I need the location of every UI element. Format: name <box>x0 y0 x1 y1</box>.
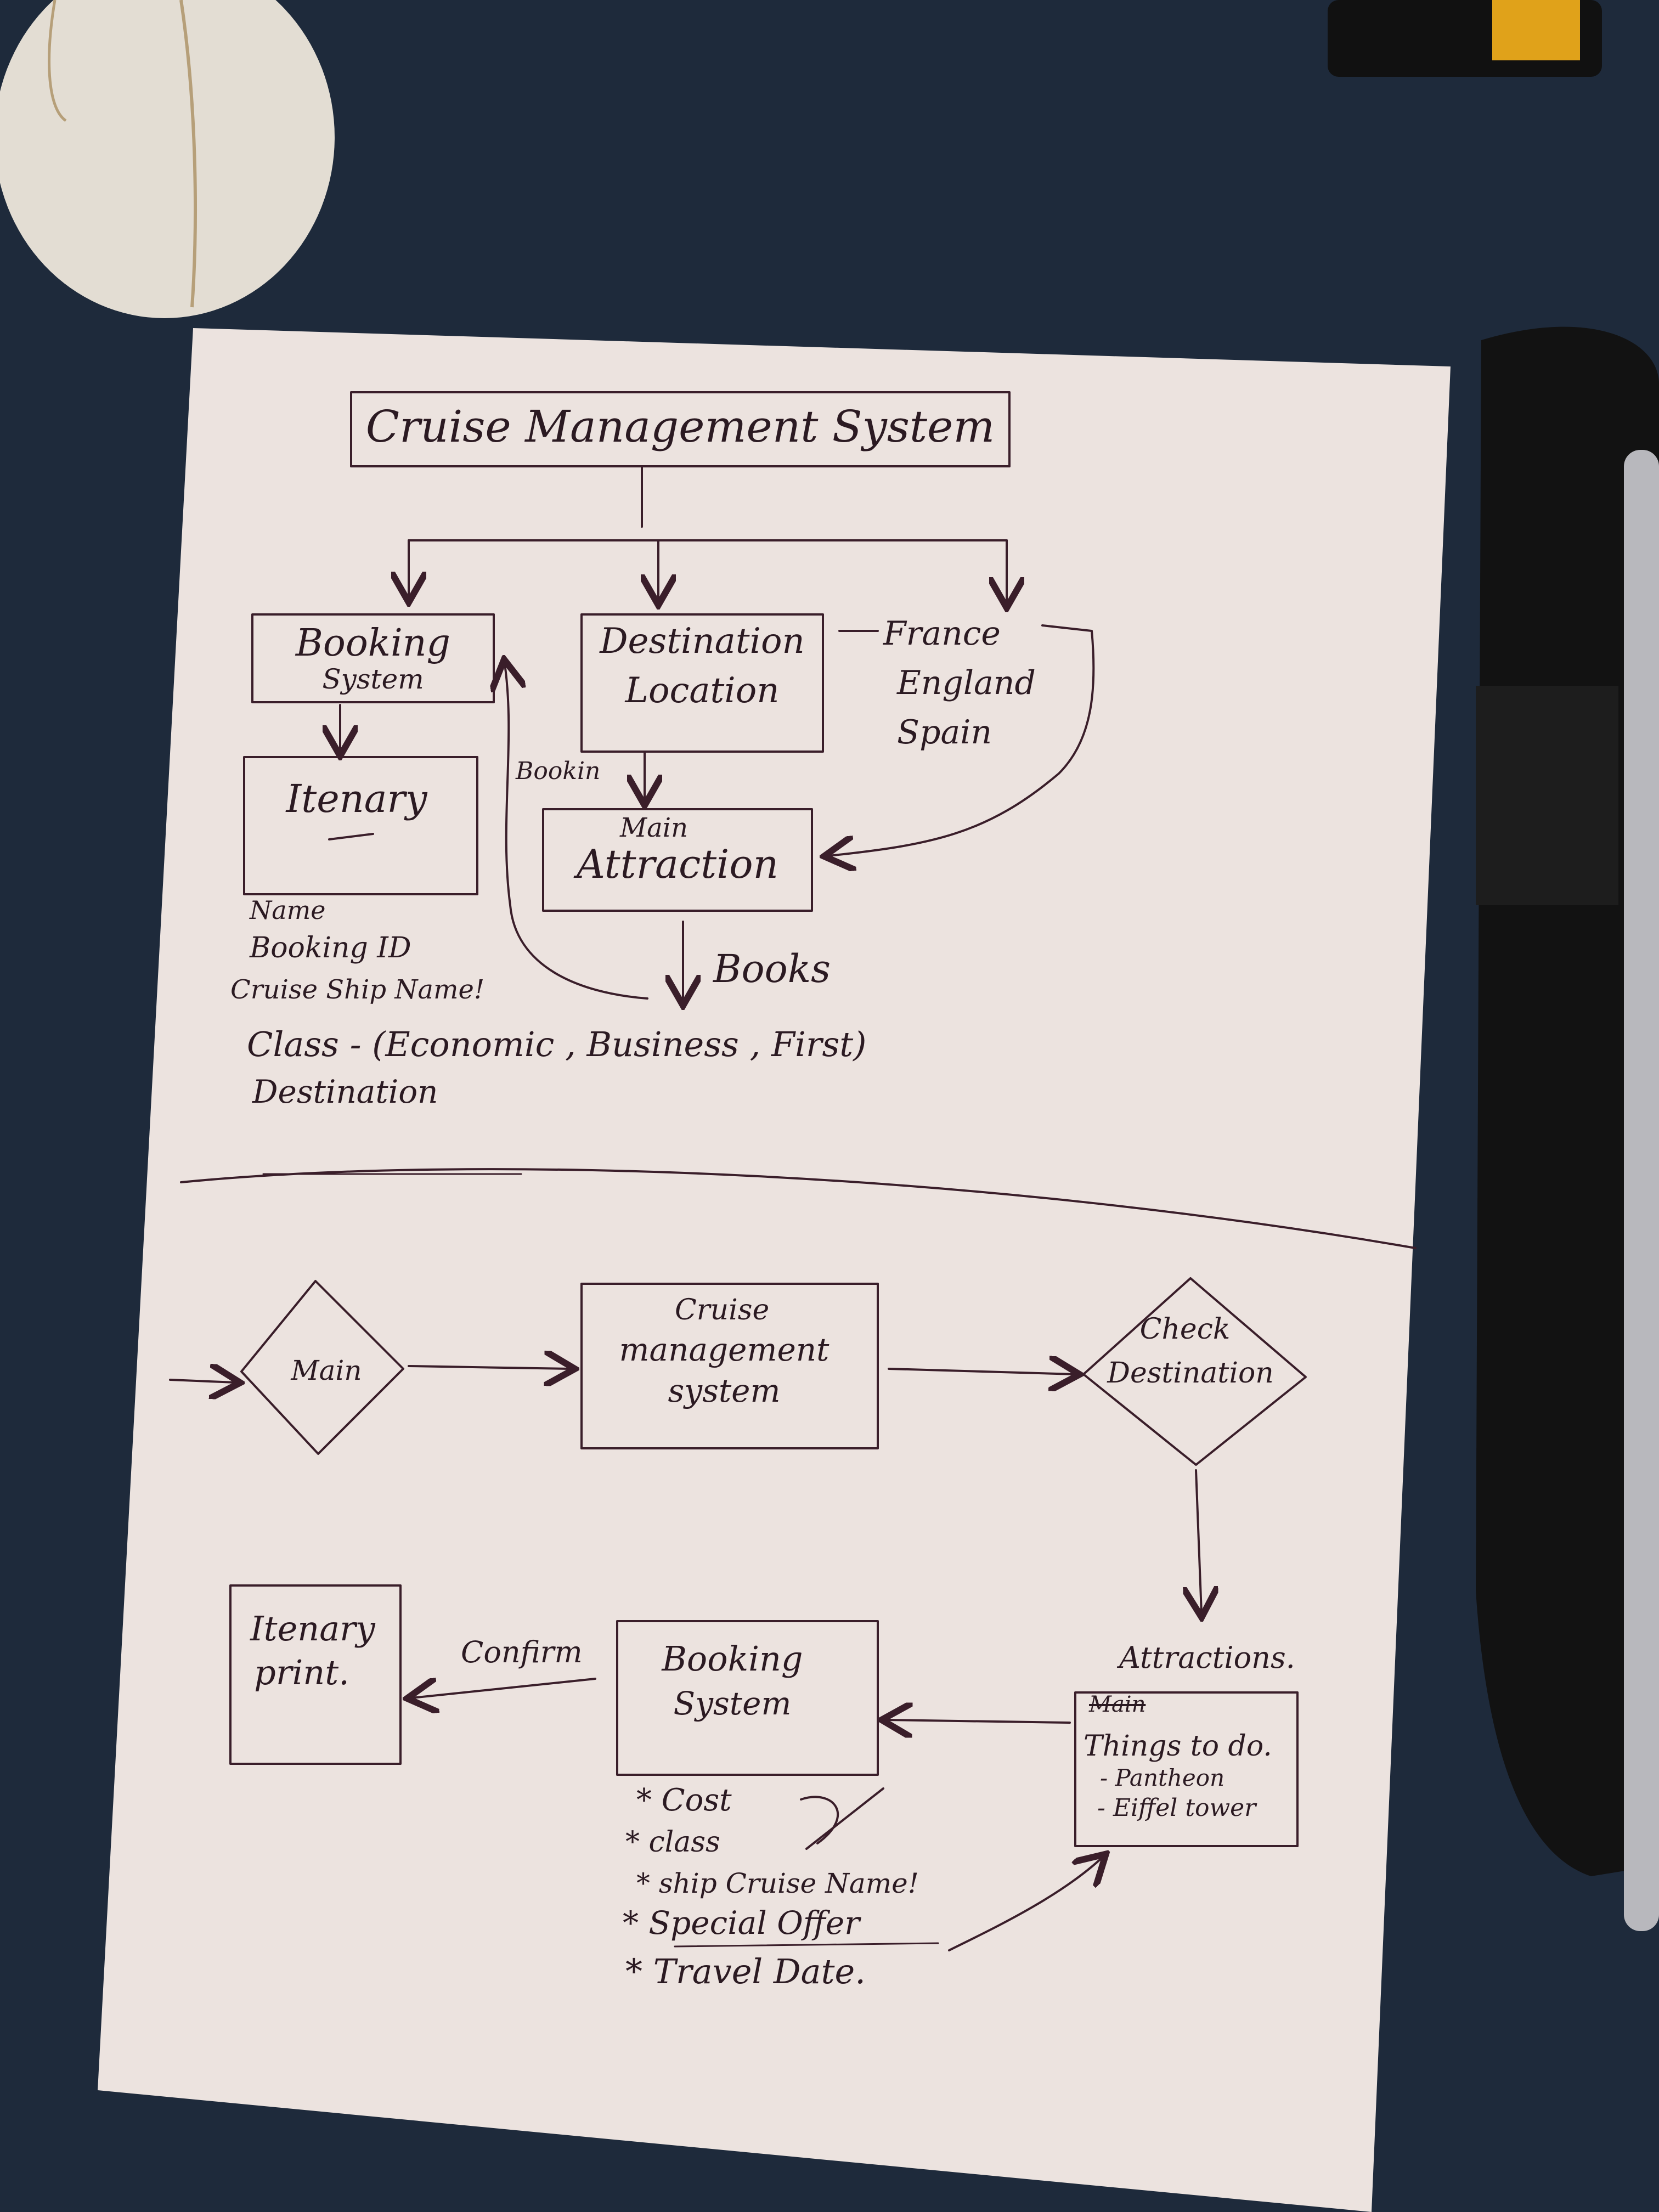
booking-field-offer: * Special Offer <box>623 1904 861 1942</box>
things-line3: - Pantheon <box>1100 1764 1224 1791</box>
field-booking-id: Booking ID <box>249 932 411 964</box>
laptop-case <box>1476 326 1659 1931</box>
field-ship-name: Cruise Ship Name! <box>230 974 484 1005</box>
main-label: Main <box>290 1355 362 1386</box>
destination-line1: Destination <box>599 621 805 662</box>
country-spain: Spain <box>897 713 992 752</box>
main-attraction-box <box>542 808 813 912</box>
computer-mouse <box>0 0 335 318</box>
field-class: Class - (Economic , Business , First) <box>247 1024 866 1064</box>
flow-diagram: Main Cruise management system Check Dest… <box>169 1277 1307 1991</box>
field-name: Name <box>249 895 326 925</box>
booking-system-line2: System <box>322 663 424 695</box>
destination-location-box <box>580 613 824 753</box>
cruise-line2: management <box>619 1331 830 1368</box>
main-attraction-line1: Main <box>619 812 688 843</box>
itinerary-label: Itenary <box>285 776 427 821</box>
things-line1: Main <box>1088 1692 1146 1717</box>
title-box <box>350 391 1011 467</box>
cruise-line3: system <box>668 1372 781 1409</box>
itinerary-print-line1: Itenary <box>250 1609 376 1649</box>
booking-field-class: * class <box>625 1826 720 1859</box>
separator-line <box>180 1168 1417 1249</box>
things-line4: - Eiffel tower <box>1097 1794 1257 1822</box>
itinerary-box <box>243 756 478 895</box>
main-attraction-line2: Attraction <box>573 841 778 887</box>
paper-sheet <box>98 328 1451 2212</box>
books-label: Books <box>712 946 831 991</box>
booking-system-line1: Booking <box>295 622 450 665</box>
cruise-line1: Cruise <box>675 1294 769 1327</box>
bookin-label: Bookin <box>515 757 600 785</box>
country-england: England <box>896 664 1036 702</box>
country-france: France <box>883 614 1001 653</box>
cruise-system-box <box>580 1283 879 1449</box>
attractions-label: Attractions. <box>1116 1640 1295 1675</box>
things-to-do-box <box>1074 1691 1299 1847</box>
check-line2: Destination <box>1107 1357 1274 1390</box>
flow-booking-line1: Booking <box>661 1639 803 1679</box>
flow-booking-system-box <box>616 1620 879 1776</box>
itinerary-print-line2: print. <box>254 1652 349 1692</box>
dark-object-top-right <box>1328 0 1602 77</box>
booking-field-cost: * Cost <box>636 1782 732 1818</box>
destination-line2: Location <box>625 670 780 711</box>
confirm-label: Confirm <box>461 1635 583 1669</box>
booking-field-date: * Travel Date. <box>625 1951 866 1991</box>
check-destination-diamond <box>1082 1277 1307 1466</box>
flow-booking-line2: System <box>674 1685 792 1722</box>
itinerary-print-box <box>229 1584 402 1765</box>
title-text: Cruise Management System <box>366 401 995 452</box>
things-line2: Things to do. <box>1084 1730 1272 1763</box>
top-hierarchy-diagram: Cruise Management System Booking System … <box>230 391 1095 1110</box>
main-decision-diamond <box>240 1280 404 1455</box>
booking-field-ship: * ship Cruise Name! <box>636 1867 919 1899</box>
field-destination: Destination <box>252 1073 438 1110</box>
check-line1: Check <box>1140 1313 1231 1346</box>
